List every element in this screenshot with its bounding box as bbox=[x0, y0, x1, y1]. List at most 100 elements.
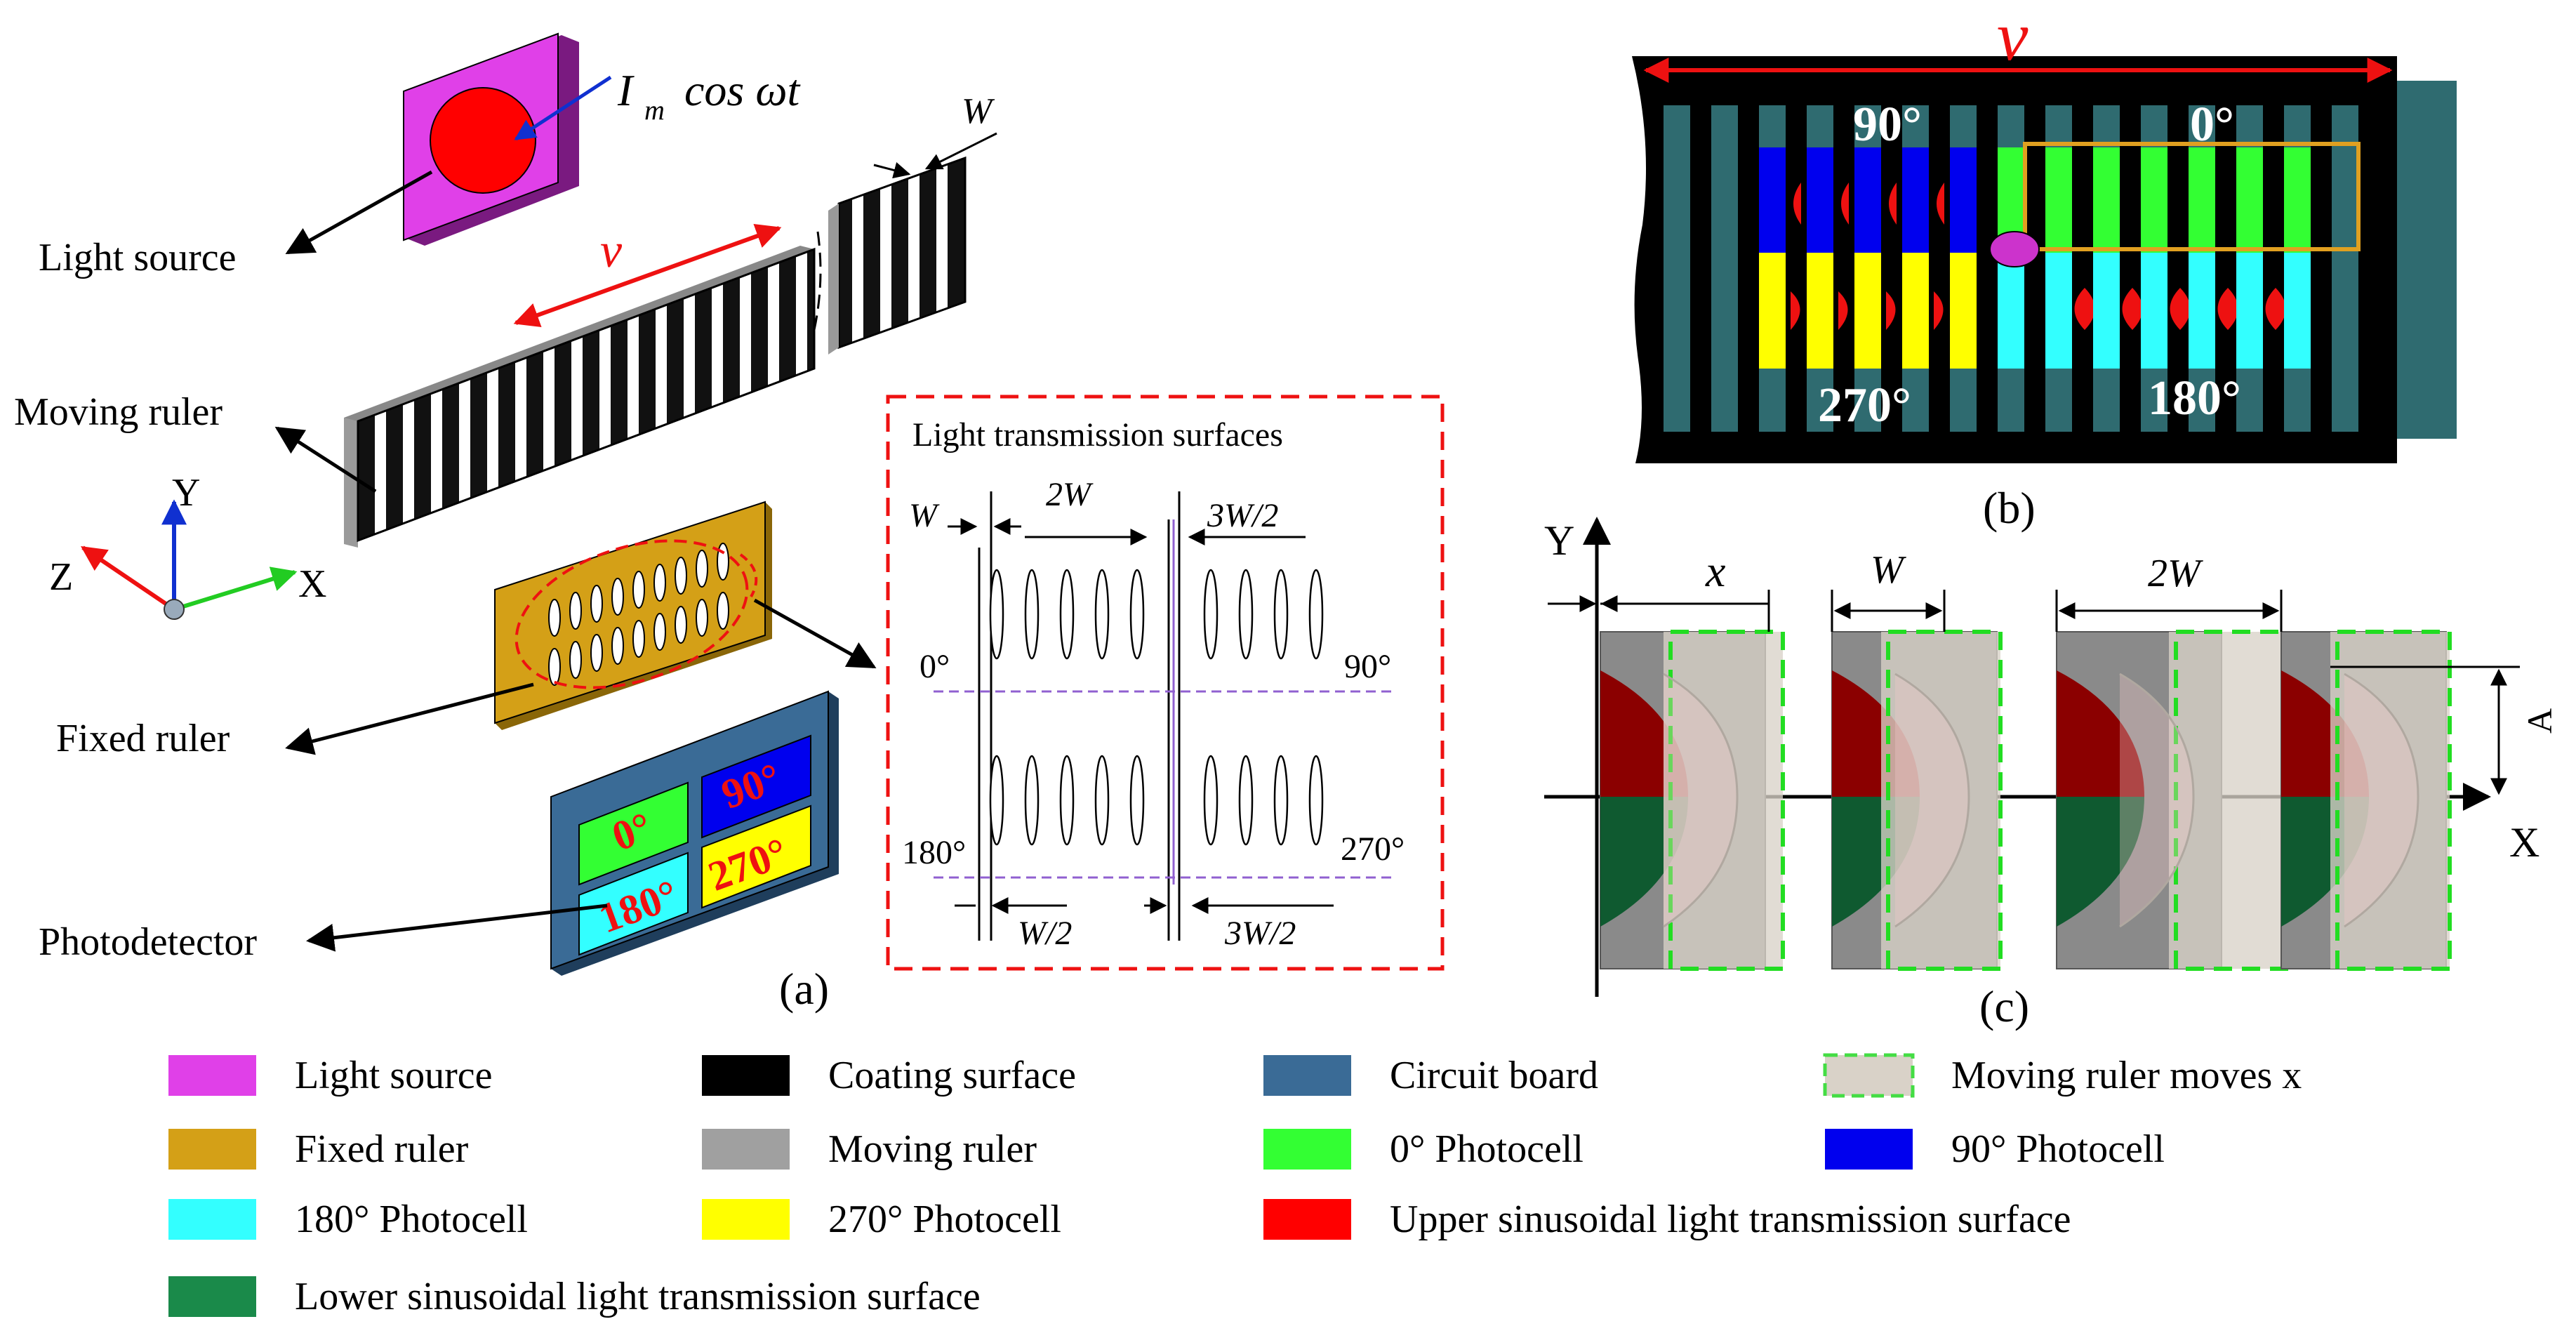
legend-swatch bbox=[702, 1129, 790, 1170]
legend-swatch bbox=[1825, 1129, 1913, 1170]
stripe-b bbox=[1759, 369, 1786, 432]
sine-outline-c bbox=[2119, 673, 2195, 928]
inset-phase-270: 270° bbox=[1341, 830, 1405, 868]
formula-rest: cos ωt bbox=[684, 65, 802, 115]
stripe-b-upper bbox=[1950, 147, 1977, 253]
panel-c-dim-w: W bbox=[1871, 548, 1906, 592]
stripe-b bbox=[1664, 369, 1690, 432]
stripe-b-upper bbox=[1807, 147, 1833, 253]
light-source-block bbox=[403, 32, 612, 246]
formula-main: I bbox=[617, 65, 635, 115]
moving-ruler-overlay-c bbox=[2330, 632, 2450, 969]
inset-dim-3w2-top: 3W/2 bbox=[1207, 497, 1278, 534]
stripe-b-lower bbox=[1807, 253, 1833, 369]
stripe-b bbox=[1998, 105, 2024, 147]
legend-label: Moving ruler moves x bbox=[1951, 1054, 2302, 1097]
legend-label: 0° Photocell bbox=[1390, 1127, 1584, 1171]
stripe-b bbox=[1807, 105, 1833, 147]
photodetector-arrow bbox=[306, 903, 608, 952]
inset-box bbox=[886, 395, 1445, 971]
sine-mark-b bbox=[1886, 291, 1896, 330]
stripe-b-lower bbox=[1759, 253, 1786, 369]
legend-label: Moving ruler bbox=[828, 1127, 1037, 1171]
stripe-b bbox=[1950, 105, 1977, 147]
fixed-ruler bbox=[494, 501, 772, 730]
lower-sine-c bbox=[2057, 797, 2144, 927]
velocity-arrow-a bbox=[513, 224, 782, 327]
panel-b bbox=[1632, 56, 2457, 463]
inset-dim-w2: W/2 bbox=[1018, 915, 1072, 952]
stripe-b bbox=[1664, 105, 1690, 147]
stripe-b-upper bbox=[1854, 147, 1881, 253]
pitch-label-a: W bbox=[962, 91, 995, 131]
stripe-b bbox=[2141, 369, 2167, 432]
panel-b-phase-180: 180° bbox=[2148, 371, 2241, 425]
axis-y-label: Y bbox=[172, 471, 200, 515]
label-moving-ruler: Moving ruler bbox=[14, 390, 223, 434]
stripe-b-upper bbox=[1902, 147, 1929, 253]
caption-b: (b) bbox=[1983, 483, 2036, 533]
stripe-b bbox=[2189, 369, 2215, 432]
stripe-b-lower bbox=[2093, 253, 2120, 369]
legend-swatch bbox=[168, 1055, 256, 1096]
sine-mark-b bbox=[2170, 288, 2191, 330]
legend-label: 180° Photocell bbox=[295, 1198, 528, 1241]
legend-label: 90° Photocell bbox=[1951, 1127, 2165, 1171]
stripe-b-upper bbox=[2189, 147, 2215, 253]
sine-outline-c bbox=[1894, 673, 1970, 928]
inset-dim-lines bbox=[948, 491, 1334, 941]
stripe-b-upper bbox=[2332, 147, 2358, 253]
stripe-b-lower bbox=[2332, 253, 2358, 369]
stripe-b bbox=[1711, 369, 1738, 432]
panel-c-axis-y: Y bbox=[1544, 517, 1574, 564]
inset-guides bbox=[934, 690, 1397, 879]
sine-mark-b bbox=[2217, 288, 2238, 330]
sine-mark-b bbox=[1838, 291, 1848, 330]
legend-label: Light source bbox=[295, 1054, 492, 1097]
inset-dim-2w: 2W bbox=[1046, 476, 1094, 513]
stripe-b bbox=[2236, 105, 2263, 147]
stripe-b-lower bbox=[1950, 253, 1977, 369]
inset-phase-90: 90° bbox=[1344, 648, 1391, 685]
legend-swatch bbox=[1823, 1053, 1915, 1098]
stripe-b bbox=[1854, 369, 1881, 432]
inset-phase-180: 180° bbox=[902, 834, 966, 871]
moving-ruler-outline-c bbox=[1668, 630, 1785, 971]
stripe-b-lower bbox=[1711, 253, 1738, 369]
legend-swatch bbox=[168, 1129, 256, 1170]
stripe-b bbox=[1854, 105, 1881, 147]
stripe-b-lower bbox=[2189, 253, 2215, 369]
stripe-b bbox=[1950, 369, 1977, 432]
sine-mark-b bbox=[1841, 183, 1849, 225]
stripe-b-lower bbox=[1664, 253, 1690, 369]
sine-mark-b bbox=[1793, 183, 1801, 225]
upper-sine-c bbox=[2057, 670, 2144, 797]
label-light-source: Light source bbox=[39, 236, 236, 279]
stripe-b bbox=[1902, 105, 1929, 147]
panel-c-blocks bbox=[1600, 630, 2452, 971]
stripe-b bbox=[2045, 369, 2072, 432]
velocity-label-b: v bbox=[1997, 0, 2029, 75]
stripe-b-lower bbox=[1998, 253, 2024, 369]
legend-label: Coating surface bbox=[828, 1054, 1076, 1097]
stripe-b bbox=[2045, 105, 2072, 147]
stripe-b bbox=[2284, 369, 2311, 432]
panel-b-stripes bbox=[1664, 105, 2358, 432]
panel-c-dims bbox=[1548, 590, 2520, 795]
sine-outline-c bbox=[2344, 673, 2419, 928]
stripe-b bbox=[2332, 369, 2358, 432]
stripe-b bbox=[1902, 369, 1929, 432]
stripe-b bbox=[2284, 105, 2311, 147]
stripe-b bbox=[2236, 369, 2263, 432]
inset-holes bbox=[989, 569, 1324, 846]
stripe-b bbox=[2189, 105, 2215, 147]
panel-c-dim-2w: 2W bbox=[2148, 552, 2203, 595]
panel-a: I m cos ωt Light source v W Moving ruler… bbox=[14, 32, 1445, 1014]
legend-swatch bbox=[1263, 1055, 1351, 1096]
legend-swatch bbox=[702, 1055, 790, 1096]
fixed-ruler-arrow bbox=[285, 682, 534, 755]
panel-c bbox=[1544, 517, 2520, 997]
legend-swatch bbox=[168, 1199, 256, 1240]
legend-swatch bbox=[1263, 1129, 1351, 1170]
photodetector bbox=[550, 690, 839, 976]
